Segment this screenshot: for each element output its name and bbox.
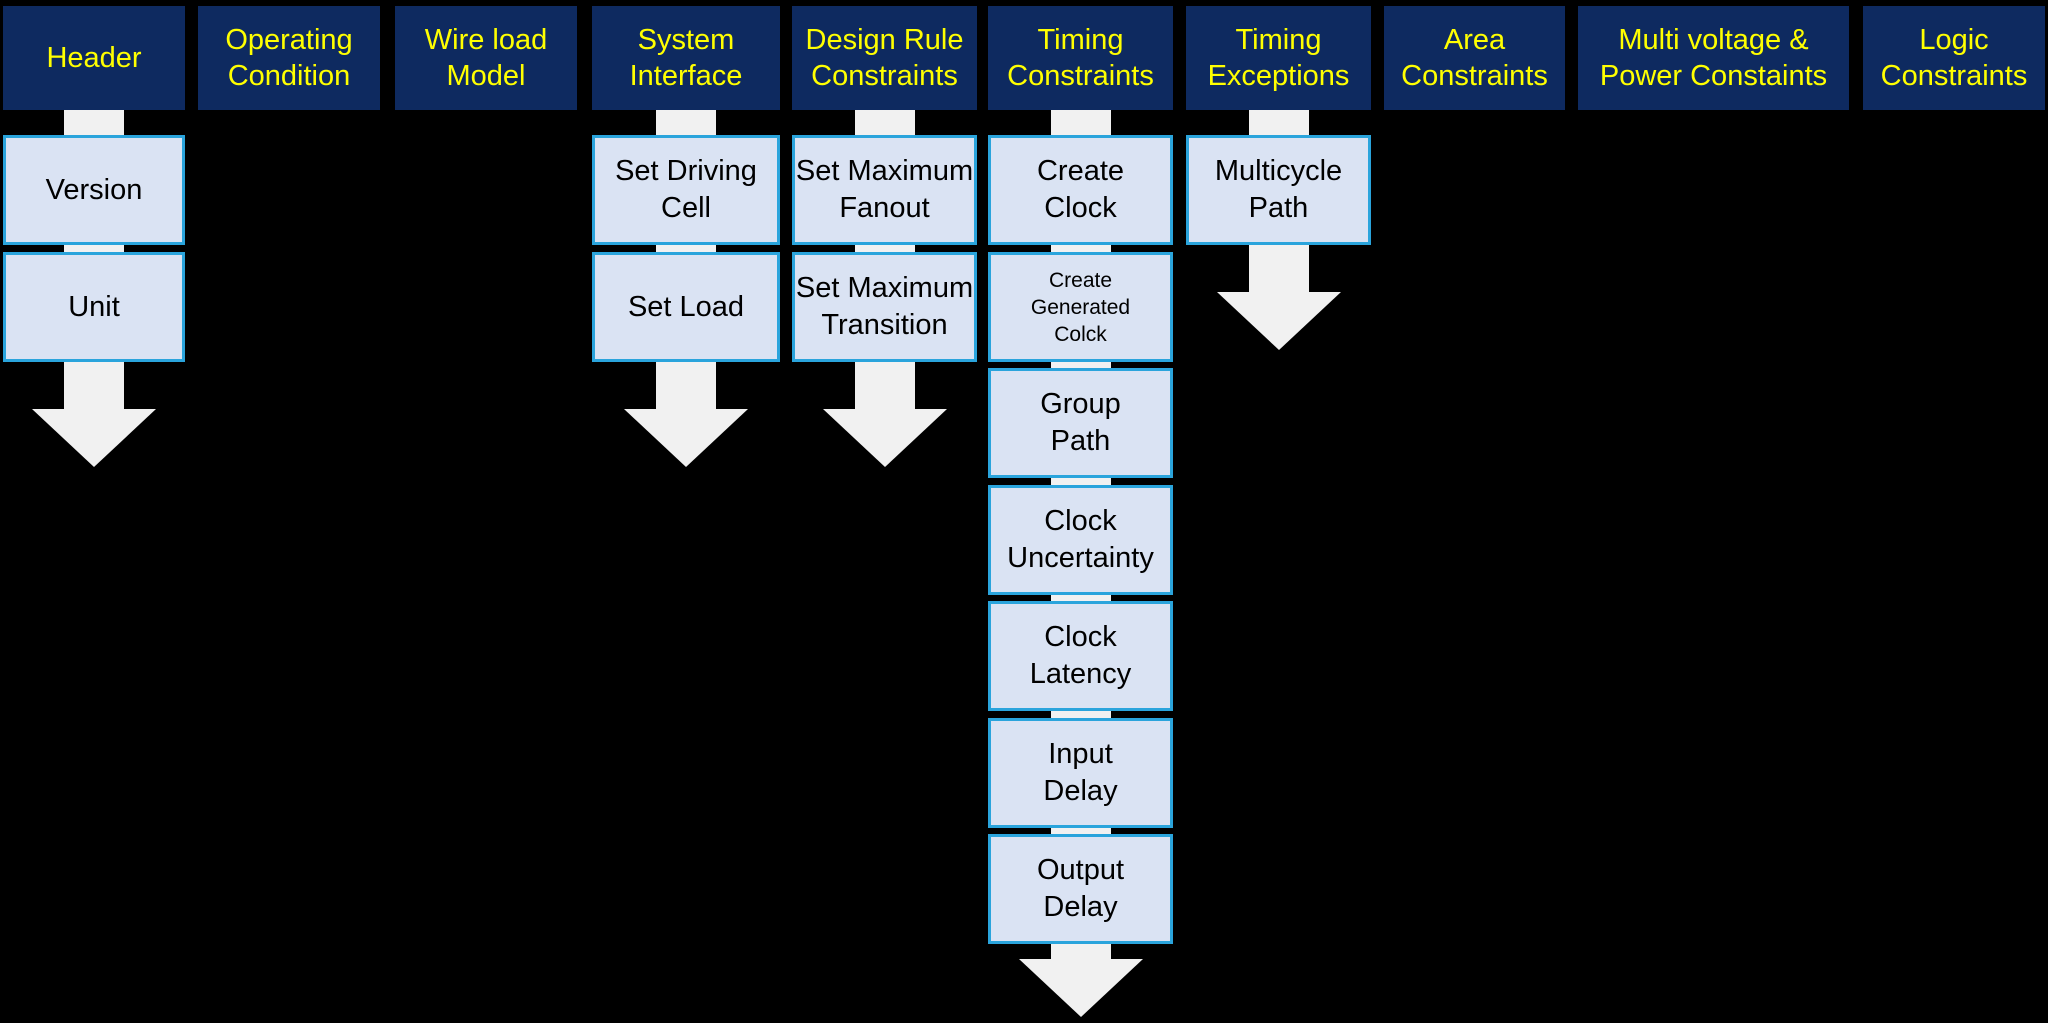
node-clock-uncertainty: Clock Uncertainty [988, 485, 1173, 595]
down-arrow-head-timing-exceptions [1216, 292, 1341, 350]
node-label-set-driving-cell: Set Driving Cell [615, 155, 757, 224]
node-set-maximum-fanout: Set Maximum Fanout [792, 135, 977, 245]
column-header-area-constraints: Area Constraints [1384, 6, 1565, 110]
column-header-label-wire-load-model: Wire load Model [424, 24, 548, 92]
column-header-label-system-interface: System Interface [629, 24, 743, 92]
node-create-clock: Create Clock [988, 135, 1173, 245]
column-header-timing-exceptions: Timing Exceptions [1186, 6, 1371, 110]
column-header-wire-load-model: Wire load Model [395, 6, 577, 110]
node-create-generated-colck: Create Generated Colck [988, 252, 1173, 362]
node-label-unit: Unit [68, 290, 120, 323]
node-label-create-generated-colck: Create Generated Colck [1030, 268, 1131, 346]
node-set-load: Set Load [592, 252, 780, 362]
column-header-label-multi-voltage-power-constraints: Multi voltage & Power Constaints [1599, 24, 1828, 92]
column-header-multi-voltage-power-constraints: Multi voltage & Power Constaints [1578, 6, 1849, 110]
node-input-delay: Input Delay [988, 718, 1173, 828]
down-arrow-head-timing-constraints [1018, 959, 1143, 1017]
node-output-delay: Output Delay [988, 834, 1173, 944]
column-header-label-operating-condition: Operating Condition [225, 24, 353, 92]
node-label-set-load: Set Load [627, 290, 745, 323]
column-header-label-logic-constraints: Logic Constraints [1880, 24, 2028, 92]
node-label-version: Version [45, 173, 143, 206]
node-label-create-clock: Create Clock [1036, 155, 1125, 224]
node-set-driving-cell: Set Driving Cell [592, 135, 780, 245]
node-label-clock-uncertainty: Clock Uncertainty [1007, 505, 1154, 574]
node-version: Version [3, 135, 185, 245]
column-header-label-design-rule-constraints: Design Rule Constraints [805, 24, 964, 92]
column-header-operating-condition: Operating Condition [198, 6, 380, 110]
node-label-group-path: Group Path [1040, 388, 1121, 457]
column-header-label-timing-constraints: Timing Constraints [1007, 24, 1154, 92]
column-header-design-rule-constraints: Design Rule Constraints [792, 6, 977, 110]
node-clock-latency: Clock Latency [988, 601, 1173, 711]
node-label-clock-latency: Clock Latency [1029, 621, 1132, 690]
column-header-label-area-constraints: Area Constraints [1401, 24, 1548, 92]
node-label-input-delay: Input Delay [1043, 738, 1118, 807]
node-label-set-maximum-transition: Set Maximum Transition [795, 272, 974, 341]
column-header-timing-constraints: Timing Constraints [988, 6, 1173, 110]
node-multicycle-path: Multicycle Path [1186, 135, 1371, 245]
down-arrow-head-system-interface [624, 409, 748, 467]
node-label-set-maximum-fanout: Set Maximum Fanout [795, 155, 974, 224]
node-group-path: Group Path [988, 368, 1173, 478]
down-arrow-head-design-rule-constraints [822, 409, 947, 467]
node-label-multicycle-path: Multicycle Path [1214, 155, 1343, 224]
column-header-label-timing-exceptions: Timing Exceptions [1207, 24, 1350, 92]
column-header-header: Header [3, 6, 185, 110]
column-header-label-header: Header [46, 42, 142, 74]
node-label-output-delay: Output Delay [1036, 854, 1125, 923]
down-arrow-head-header [32, 409, 156, 467]
node-set-maximum-transition: Set Maximum Transition [792, 252, 977, 362]
node-unit: Unit [3, 252, 185, 362]
column-header-system-interface: System Interface [592, 6, 780, 110]
column-header-logic-constraints: Logic Constraints [1863, 6, 2045, 110]
